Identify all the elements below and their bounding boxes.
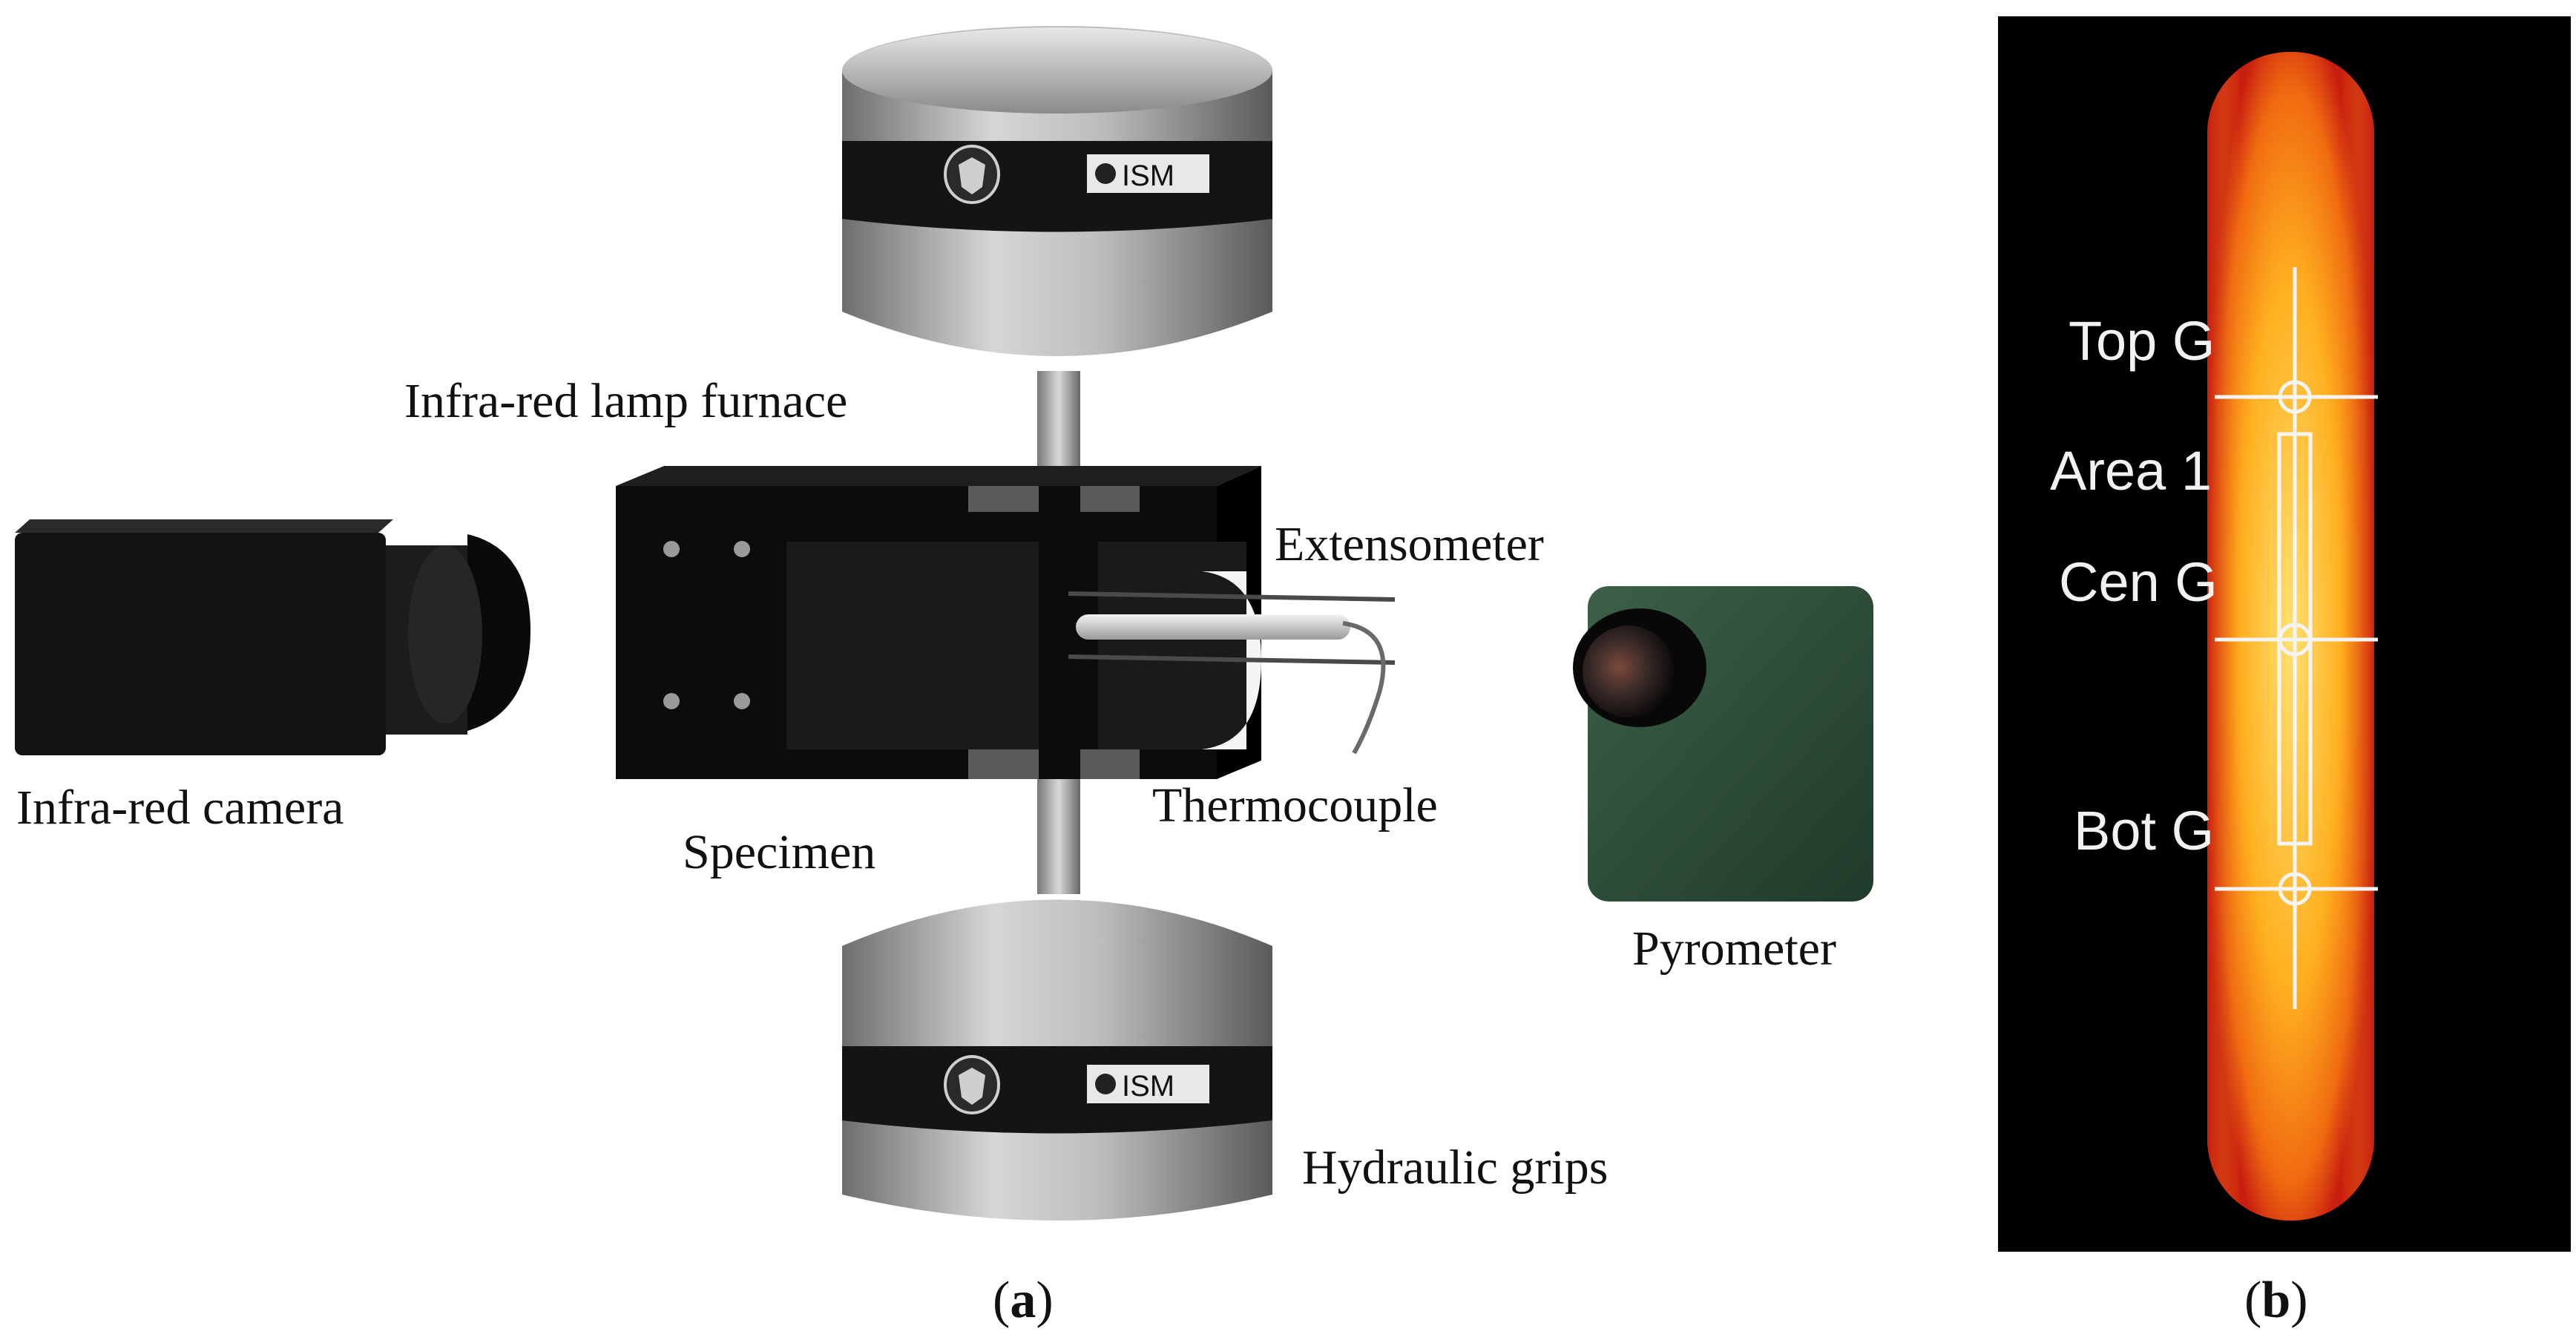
svg-text:ISM: ISM [1122,160,1174,192]
label-specimen: Specimen [683,825,875,879]
svg-text:ISM: ISM [1122,1070,1174,1103]
label-extensometer: Extensometer [1275,517,1544,571]
lower-hydraulic-grip: ISM [842,899,1272,1221]
panel-a-caption: (a) [993,1272,1054,1329]
panel-b-caption: (b) [2244,1272,2308,1329]
extensometer [1068,591,1396,665]
furnace-bolt-icon [663,693,680,709]
label-center-gauge: Cen G [2059,551,2218,613]
ism-badge: ISM [1087,154,1209,193]
label-hydraulic-grips: Hydraulic grips [1302,1140,1608,1195]
university-crest-icon [944,1055,1000,1114]
label-pyrometer: Pyrometer [1632,922,1836,976]
pyrometer [1573,586,1873,901]
label-infrared-lamp-furnace: Infra-red lamp furnace [404,374,847,428]
university-crest-icon [944,145,1000,204]
furnace-bolt-icon [734,541,750,557]
label-thermocouple: Thermocouple [1152,778,1438,832]
upper-hydraulic-grip: ISM [842,26,1272,356]
furnace-bolt-icon [734,693,750,709]
label-area-1: Area 1 [2050,440,2212,502]
ism-badge: ISM [1087,1065,1209,1103]
furnace-bolt-icon [663,541,680,557]
label-top-gauge: Top G [2069,310,2215,372]
label-bottom-gauge: Bot G [2074,800,2214,861]
area-1-box [2277,432,2313,846]
measurement-overlay [2215,267,2378,1009]
thermocouple [1076,614,1386,755]
panel-b-thermal-image: Top G Area 1 Cen G Bot G (b) [1998,16,2571,1329]
label-infrared-camera: Infra-red camera [16,781,344,835]
panel-a: ISM [15,26,1873,1329]
infrared-lamp-furnace [616,466,1261,779]
infrared-camera [15,519,530,755]
